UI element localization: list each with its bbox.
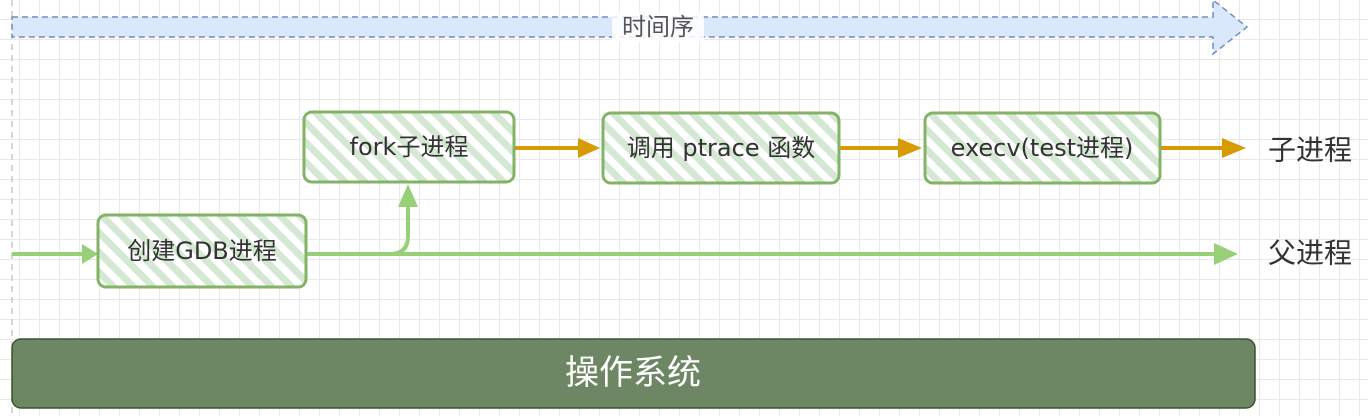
node-create-gdb-label: 创建GDB进程 [127, 237, 277, 265]
node-fork-child-label: fork子进程 [350, 133, 469, 161]
operating-system-label: 操作系统 [565, 353, 701, 393]
parent-process-line [12, 243, 1238, 265]
node-execv[interactable]: execv(test进程) [923, 111, 1162, 185]
fork-branch-arrow [389, 184, 418, 256]
operating-system-bar: 操作系统 [11, 338, 1256, 409]
child-flow-arrows [514, 138, 1246, 158]
timeline-label: 时间序 [622, 13, 694, 41]
node-call-ptrace[interactable]: 调用 ptrace 函数 [601, 111, 841, 185]
timeline-arrow: 时间序 [11, 0, 1249, 56]
node-execv-label: execv(test进程) [951, 134, 1134, 162]
node-create-gdb[interactable]: 创建GDB进程 [96, 213, 308, 289]
parent-process-label: 父进程 [1268, 237, 1352, 270]
child-process-label: 子进程 [1268, 134, 1352, 167]
node-call-ptrace-label: 调用 ptrace 函数 [627, 134, 815, 162]
node-fork-child[interactable]: fork子进程 [302, 110, 516, 184]
